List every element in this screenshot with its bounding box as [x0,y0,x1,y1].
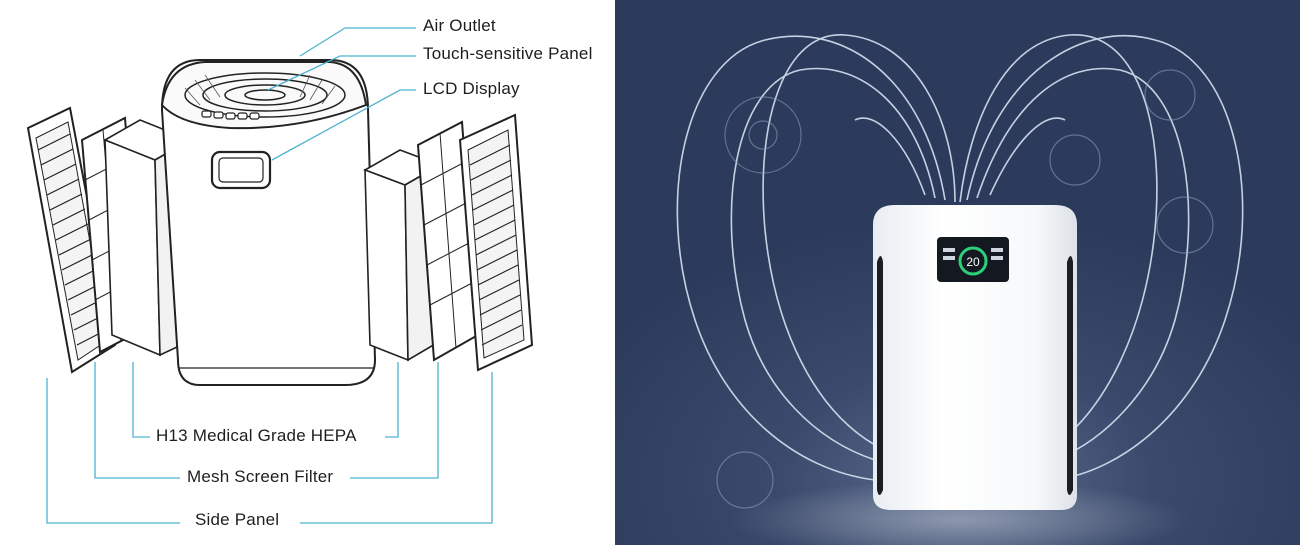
spore-icon [716,451,774,509]
germ-icon-large [724,96,802,174]
airflow-illustration: 20 [676,34,1244,545]
touch-buttons [201,110,260,120]
right-side-panel [458,113,534,372]
callout-hepa-filter: H13 Medical Grade HEPA [156,426,357,445]
exploded-diagram-panel: EPR ENGINEERING [0,0,615,545]
purifier-photo: 20 [873,205,1077,510]
callout-air-outlet: Air Outlet [423,16,496,35]
leader-hepa-right [385,362,399,438]
leader-air-outlet [299,27,416,57]
leader-side-left [46,378,180,524]
leader-hepa-left [132,362,150,438]
callout-mesh-screen-filter: Mesh Screen Filter [187,467,334,486]
virus-icon [1049,134,1101,186]
leader-mesh-left [94,362,180,479]
callout-side-panel: Side Panel [195,510,280,529]
lcd-reading: 20 [966,255,980,269]
product-airflow-image: 20 [615,0,1300,545]
leader-lines [46,27,493,524]
callout-touch-sensitive-panel: Touch-sensitive Panel [423,44,593,63]
leader-mesh-right [350,362,439,479]
callout-lcd-display: LCD Display [423,79,520,98]
cell-icon [1144,69,1196,121]
leader-lcd-display [271,89,416,161]
airflow-lines [676,34,1244,481]
bacteria-icon [1156,196,1214,254]
bacteria-icons [716,69,1214,509]
leader-touch-panel [267,55,416,91]
leader-side-right [300,372,493,524]
exploded-diagram-drawing: EPR ENGINEERING [26,27,534,524]
lcd-ring [958,246,988,276]
purifier-body [160,59,377,386]
